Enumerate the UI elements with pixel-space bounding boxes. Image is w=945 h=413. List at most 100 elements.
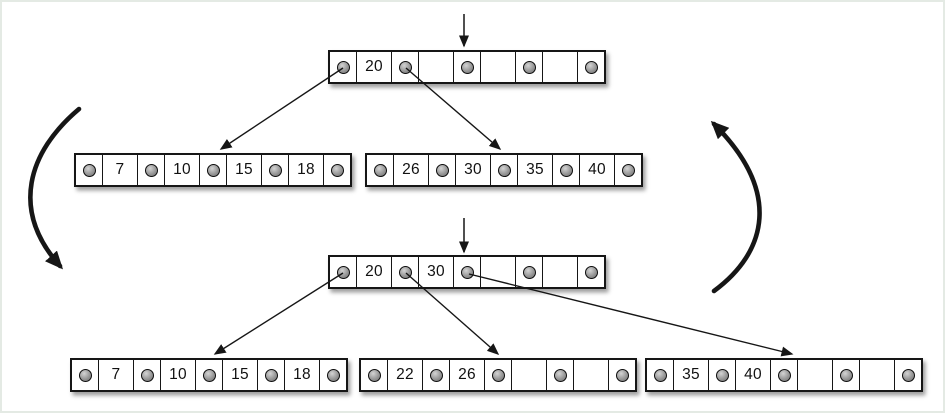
pointer-slot [391, 257, 418, 287]
pointer-dot-icon [460, 60, 474, 74]
pointer-dot-icon [715, 368, 729, 382]
btree-node-bottom-right-child: 35 40 [645, 358, 923, 392]
key-cell: 18 [284, 360, 319, 390]
pointer-slot [330, 52, 356, 82]
key-cell: 26 [393, 155, 428, 185]
pointer-slot [361, 360, 387, 390]
key-cell [480, 52, 515, 82]
pointer-slot [832, 360, 859, 390]
btree-node-bottom-left-child: 7 10 15 18 [70, 358, 348, 392]
key-cell: 15 [226, 155, 261, 185]
btree-node-top-left-child: 7 10 15 18 [74, 153, 352, 187]
pointer-dot-icon [460, 265, 474, 279]
transition-arrow-before-to-after [28, 106, 82, 270]
pointer-slot [137, 155, 164, 185]
pointer-dot-icon [653, 368, 667, 382]
pointer-dot-icon [373, 163, 387, 177]
pointer-slot [484, 360, 511, 390]
pointer-dot-icon [615, 368, 629, 382]
key-cell: 35 [673, 360, 708, 390]
key-cell: 26 [449, 360, 484, 390]
pointer-dot-icon [584, 60, 598, 74]
key-cell [480, 257, 515, 287]
key-cell: 10 [164, 155, 199, 185]
pointer-slot [708, 360, 735, 390]
key-cell: 7 [98, 360, 133, 390]
pointer-dot-icon [78, 368, 92, 382]
pointer-dot-icon [140, 368, 154, 382]
pointer-slot [515, 257, 542, 287]
pointer-dot-icon [553, 368, 567, 382]
transition-arrow-after-to-before [710, 120, 762, 294]
pointer-dot-icon [429, 368, 443, 382]
pointer-slot [552, 155, 579, 185]
pointer-dot-icon [559, 163, 573, 177]
pointer-slot [391, 52, 418, 82]
pointer-dot-icon [777, 368, 791, 382]
pointer-slot [577, 52, 604, 82]
key-cell: 20 [356, 52, 391, 82]
key-cell: 18 [288, 155, 323, 185]
pointer-slot [515, 52, 542, 82]
key-cell: 40 [579, 155, 614, 185]
key-cell: 20 [356, 257, 391, 287]
btree-node-top-right-child: 26 30 35 40 [365, 153, 643, 187]
pointer-dot-icon [367, 368, 381, 382]
pointer-slot [319, 360, 346, 390]
pointer-slot [76, 155, 102, 185]
pointer-slot [770, 360, 797, 390]
pointer-dot-icon [144, 163, 158, 177]
pointer-slot [133, 360, 160, 390]
key-cell: 10 [160, 360, 195, 390]
pointer-dot-icon [522, 60, 536, 74]
pointer-dot-icon [901, 368, 915, 382]
pointer-dot-icon [435, 163, 449, 177]
pointer-dot-icon [398, 60, 412, 74]
pointer-dot-icon [82, 163, 96, 177]
key-cell [859, 360, 894, 390]
pointer-dot-icon [268, 163, 282, 177]
key-cell: 30 [418, 257, 453, 287]
pointer-slot [367, 155, 393, 185]
btree-node-bottom-root: 20 30 [328, 255, 606, 289]
key-cell [542, 52, 577, 82]
pointer-slot [323, 155, 350, 185]
key-cell [797, 360, 832, 390]
pointer-slot [195, 360, 222, 390]
key-cell [573, 360, 608, 390]
key-cell: 35 [517, 155, 552, 185]
edge-bottom-root-to-left-child [213, 272, 344, 355]
btree-node-top-root: 20 [328, 50, 606, 84]
btree-node-bottom-middle-child: 22 26 [359, 358, 637, 392]
pointer-slot [422, 360, 449, 390]
pointer-dot-icon [336, 265, 350, 279]
pointer-dot-icon [202, 368, 216, 382]
edge-top-root-to-left-child [219, 67, 344, 150]
pointer-dot-icon [336, 60, 350, 74]
key-cell: 22 [387, 360, 422, 390]
pointer-slot [257, 360, 284, 390]
pointer-dot-icon [264, 368, 278, 382]
pointer-slot [608, 360, 635, 390]
key-cell: 30 [455, 155, 490, 185]
pointer-slot [647, 360, 673, 390]
pointer-slot [453, 52, 480, 82]
pointer-slot [72, 360, 98, 390]
pointer-dot-icon [584, 265, 598, 279]
pointer-dot-icon [522, 265, 536, 279]
key-cell [542, 257, 577, 287]
pointer-dot-icon [206, 163, 220, 177]
pointer-dot-icon [839, 368, 853, 382]
pointer-slot [330, 257, 356, 287]
pointer-dot-icon [497, 163, 511, 177]
pointer-slot [614, 155, 641, 185]
pointer-slot [428, 155, 455, 185]
pointer-dot-icon [621, 163, 635, 177]
key-cell [418, 52, 453, 82]
pointer-slot [490, 155, 517, 185]
pointer-slot [453, 257, 480, 287]
pointer-slot [199, 155, 226, 185]
pointer-dot-icon [398, 265, 412, 279]
pointer-slot [261, 155, 288, 185]
